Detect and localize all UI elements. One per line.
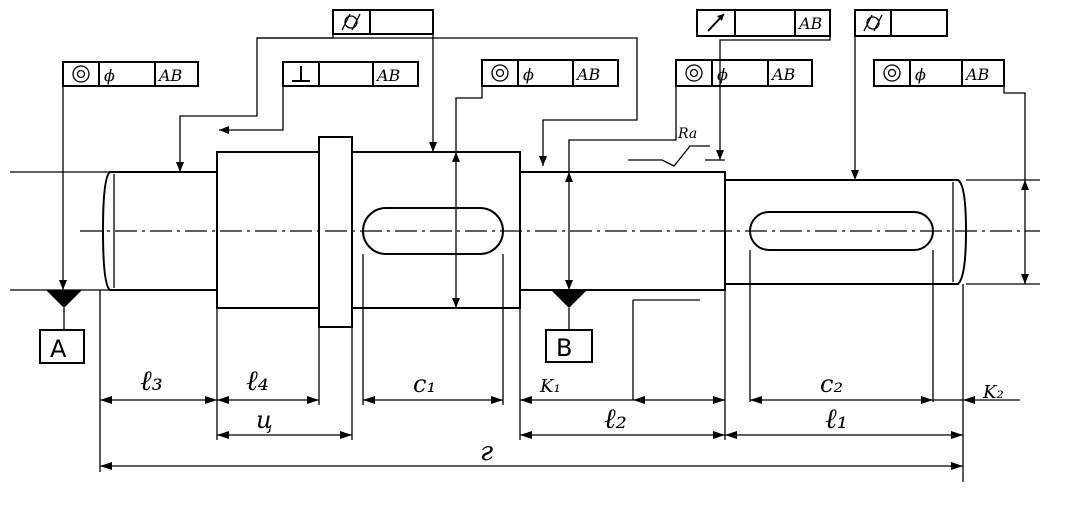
cylindricity-icon — [863, 14, 883, 32]
cylindricity-icon — [341, 13, 361, 31]
datum-a-label: A — [50, 335, 67, 363]
frame-6-datum: AB — [797, 14, 823, 33]
dim-c2: c₂ — [820, 370, 843, 398]
dim-k1: K₁ — [539, 376, 561, 397]
frame-1-value: ϕ — [104, 66, 115, 85]
frame-1-datum: AB — [157, 66, 183, 85]
frame-2-datum: AB — [375, 66, 401, 85]
datum-b: B — [545, 290, 593, 363]
dim-k2: K₂ — [982, 382, 1004, 403]
shaft-outline — [101, 136, 968, 328]
frame-4-value: ϕ — [523, 65, 534, 84]
dimension-lines — [99, 250, 1020, 482]
dim-l3: ℓ₃ — [140, 364, 163, 397]
frame-4-datum: AB — [575, 65, 601, 84]
dim-l2: ℓ₂ — [604, 402, 627, 435]
frame-8-datum: AB — [964, 65, 990, 84]
dim-ts: ц — [256, 406, 273, 434]
concentricity-icon — [883, 64, 901, 82]
tolerance-frame-2: AB — [219, 61, 419, 131]
concentricity-icon — [491, 64, 509, 82]
runout-icon — [707, 13, 725, 32]
roughness-symbol: Ra — [628, 126, 725, 167]
roughness-label: Ra — [677, 126, 697, 142]
tolerance-frame-3 — [256, 9, 638, 166]
dim-l4: ℓ₄ — [246, 364, 269, 397]
tolerance-frame-6: AB — [696, 9, 831, 160]
frame-8-value: ϕ — [915, 65, 926, 84]
perpendicularity-icon — [292, 66, 310, 82]
dim-l1: ℓ₁ — [825, 402, 848, 435]
dim-c1: c₁ — [413, 370, 436, 398]
dim-g: г — [480, 437, 493, 467]
dimension-arrows — [100, 396, 975, 470]
concentricity-icon — [72, 65, 90, 83]
frame-5-value: ϕ — [717, 65, 728, 84]
tolerance-frame-1: ϕ AB — [62, 61, 199, 290]
frame-5-datum: AB — [770, 65, 796, 84]
datum-a: A — [39, 290, 85, 364]
datum-b-label: B — [556, 334, 572, 362]
tolerance-frame-4: ϕ AB — [455, 59, 619, 308]
concentricity-icon — [685, 64, 703, 82]
tolerance-frame-7 — [854, 9, 948, 180]
tolerance-frame-5: ϕ AB — [568, 59, 813, 290]
